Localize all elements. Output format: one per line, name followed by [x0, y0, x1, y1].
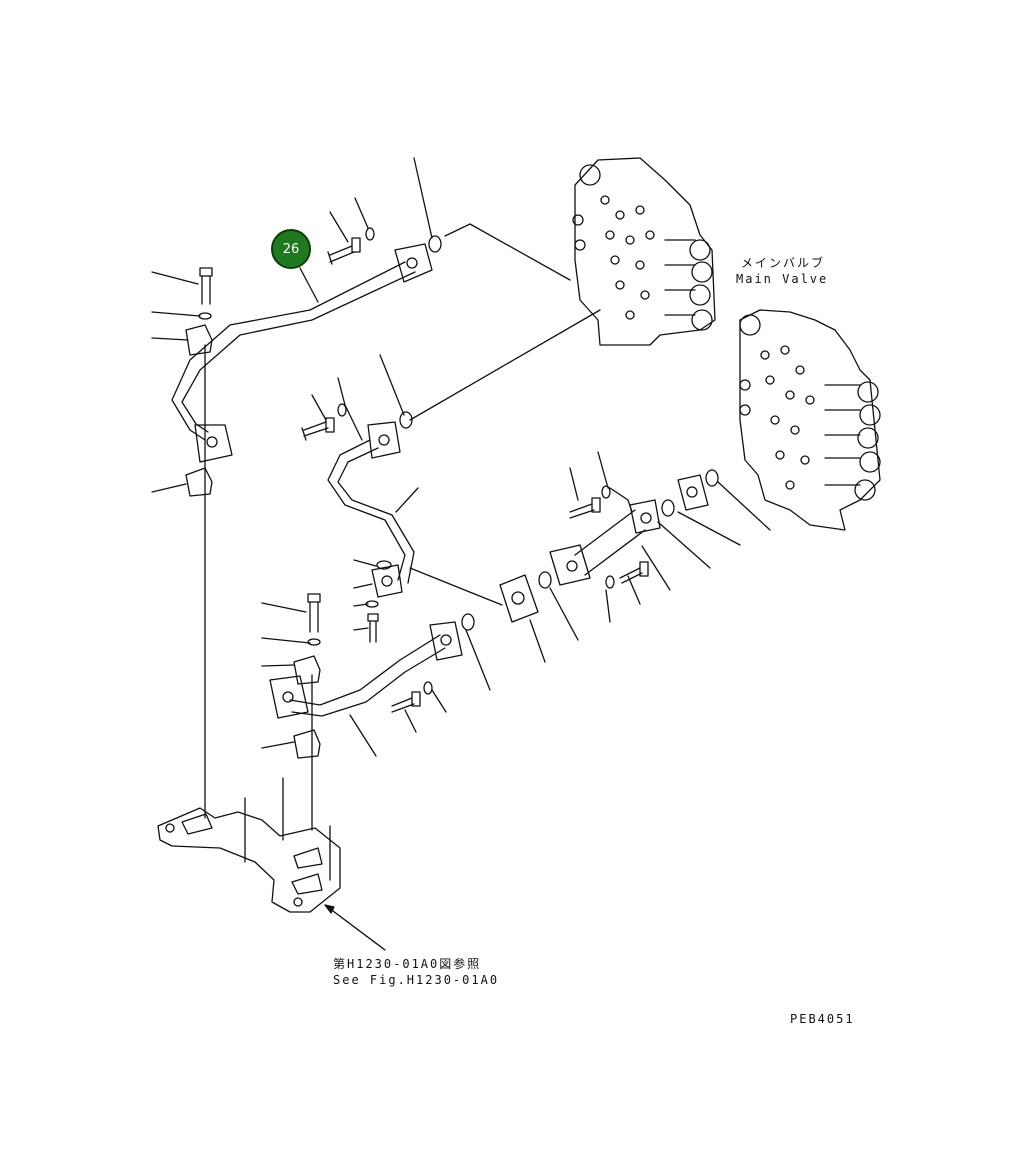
callout-badge-26[interactable]: 26 [271, 229, 311, 269]
flange-plate-2 [677, 474, 709, 511]
pipe-middle [327, 421, 415, 598]
flange-plate [499, 574, 539, 623]
pipe-short [549, 499, 661, 586]
pipe-lower [269, 621, 463, 719]
main-valve-upper [572, 157, 716, 346]
pipe-upper [171, 243, 433, 463]
callout-number: 26 [282, 241, 300, 257]
drawing-code: PEB4051 [790, 1012, 855, 1026]
main-valve-lower [739, 309, 881, 531]
main-valve-label-en: Main Valve [736, 272, 829, 286]
base-bracket [157, 807, 341, 913]
reference-label-jp: 第H1230-01A0図参照 [333, 957, 482, 971]
reference-label-en: See Fig.H1230-01A0 [333, 973, 500, 987]
main-valve-label-jp: メインバルブ [741, 256, 826, 270]
